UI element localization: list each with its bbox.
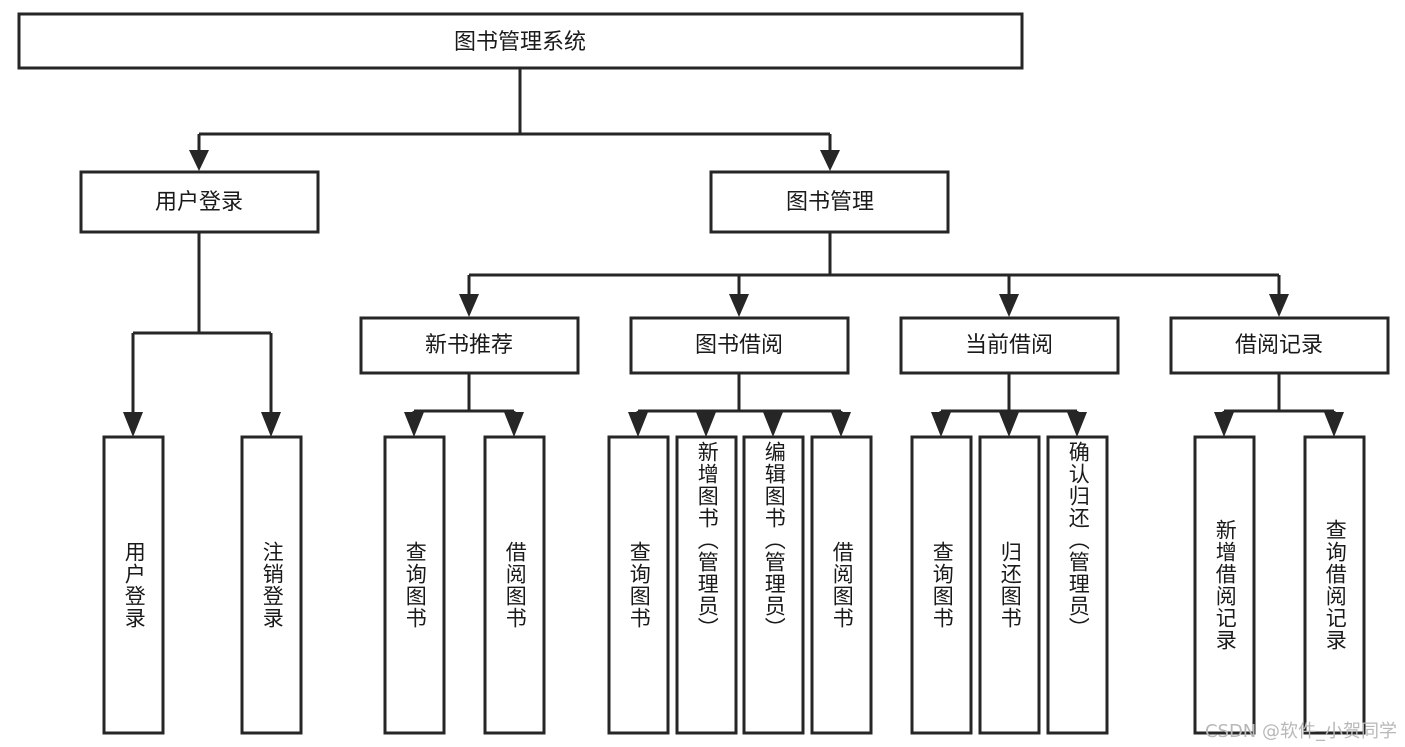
arrow-head-icon [261,412,281,437]
node-root[interactable]: 图书管理系统 [17,12,1024,70]
node-root-box[interactable] [17,12,1024,70]
leaf-box-new-book-2[interactable] [483,435,546,735]
leaf-box-user-login-1[interactable] [102,435,165,735]
connector-borrow-record-to-leaves [1214,373,1344,437]
connector-book-management-to-level2 [459,232,1289,317]
arrow-head-icon [1324,412,1344,437]
arrow-head-icon [1269,294,1289,317]
arrow-head-icon [504,412,524,437]
node-book-management-label: 图书管理 [786,190,874,215]
node-current-borrow-label: 当前借阅 [965,333,1053,358]
leaf-box-borrow-record-1[interactable] [1193,435,1256,735]
arrow-head-icon [628,412,648,437]
arrow-head-icon [999,412,1019,437]
node-user-login-box[interactable] [79,170,320,234]
arrow-head-icon [189,150,209,171]
arrow-head-icon [999,294,1019,317]
arrow-head-icon [1214,412,1234,437]
node-book-borrow-label: 图书借阅 [695,333,783,358]
node-new-book-recommend-label: 新书推荐 [425,333,513,358]
leaf-box-book-borrow-4[interactable] [810,435,873,735]
node-root-label: 图书管理系统 [454,30,586,55]
leaf-box-current-borrow-3[interactable] [1046,435,1109,735]
arrow-head-icon [696,412,716,437]
connector-new-book-recommend-to-leaves [404,373,524,437]
node-new-book-recommend[interactable]: 新书推荐 [359,316,580,375]
arrow-head-icon [404,412,424,437]
leaf-box-current-borrow-1[interactable] [910,435,973,735]
connector-book-borrow-to-leaves [628,373,851,437]
leaf-box-user-login-2[interactable] [240,435,303,735]
leaf-box-current-borrow-2[interactable] [978,435,1041,735]
node-user-login[interactable]: 用户登录 [79,170,320,234]
node-current-borrow[interactable]: 当前借阅 [899,316,1120,375]
connector-current-borrow-to-leaves [931,373,1087,437]
arrow-head-icon [123,412,143,437]
leaf-box-book-borrow-1[interactable] [607,435,670,735]
node-book-borrow[interactable]: 图书借阅 [629,316,850,375]
node-borrow-record[interactable]: 借阅记录 [1169,316,1390,375]
arrow-head-icon [931,412,951,437]
node-new-book-recommend-box[interactable] [359,316,580,375]
arrow-head-icon [820,150,840,171]
leaf-box-book-borrow-2[interactable] [675,435,738,735]
node-borrow-record-label: 借阅记录 [1235,333,1323,358]
node-user-login-label: 用户登录 [155,190,243,215]
arrow-head-icon [729,294,749,317]
arrow-head-icon [763,412,783,437]
arrow-head-icon [831,412,851,437]
leaf-box-book-borrow-3[interactable] [742,435,805,735]
node-book-management[interactable]: 图书管理 [709,170,950,234]
leaf-box-borrow-record-2[interactable] [1303,435,1366,735]
node-current-borrow-box[interactable] [899,316,1120,375]
connector-root-to-level1 [189,68,840,171]
arrow-head-icon [459,294,479,317]
connector-user-login-to-leaves [123,232,281,437]
arrow-head-icon [1067,412,1087,437]
leaf-box-new-book-1[interactable] [383,435,446,735]
